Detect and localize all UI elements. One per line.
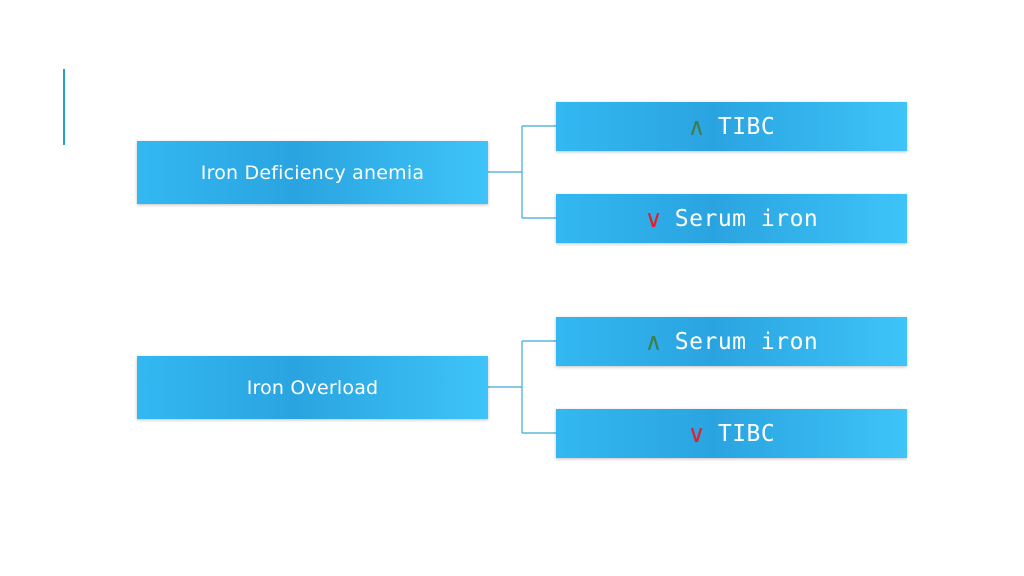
node-label: Iron Overload — [246, 376, 379, 399]
node-label: Iron Deficiency anemia — [200, 161, 425, 184]
node-label: Serum iron — [674, 205, 819, 232]
node-iron-deficiency-anemia: Iron Deficiency anemia — [137, 141, 488, 204]
node-tibc-increased: ∧ TIBC — [556, 102, 907, 151]
up-arrow-icon: ∧ — [644, 327, 663, 356]
down-arrow-icon: ∨ — [687, 419, 706, 448]
up-arrow-icon: ∧ — [687, 112, 706, 141]
connector-group-2 — [488, 340, 556, 434]
accent-bar — [63, 69, 65, 145]
down-arrow-icon: ∨ — [644, 204, 663, 233]
node-serum-iron-decreased: ∨ Serum iron — [556, 194, 907, 243]
node-iron-overload: Iron Overload — [137, 356, 488, 419]
node-label: TIBC — [717, 113, 776, 140]
node-label: Serum iron — [674, 328, 819, 355]
node-serum-iron-increased: ∧ Serum iron — [556, 317, 907, 366]
connector-group-1 — [488, 125, 556, 219]
node-label: TIBC — [717, 420, 776, 447]
node-tibc-decreased: ∨ TIBC — [556, 409, 907, 458]
